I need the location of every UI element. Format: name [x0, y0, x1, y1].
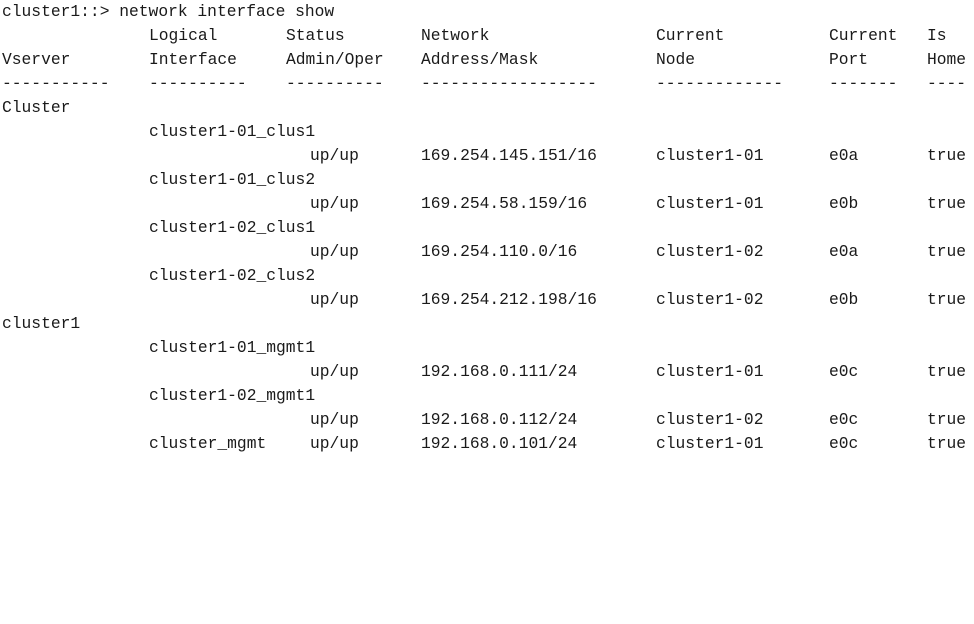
lif-address: 192.168.0.111/24	[421, 362, 578, 381]
lif-port: e0c	[829, 362, 859, 381]
header-port: Port	[829, 50, 869, 69]
lif-name-row: cluster1-01_clus2	[2, 168, 315, 192]
lif-node: cluster1-01	[656, 146, 764, 165]
header-node: Node	[656, 50, 696, 69]
lif-is-home: true	[927, 410, 967, 429]
header-admin-oper: Admin/Oper	[286, 50, 384, 69]
lif-name-row: cluster1-02_mgmt1	[2, 384, 315, 408]
lif-status: up/up	[310, 434, 359, 453]
lif-name: cluster1-01_clus1	[149, 122, 316, 141]
lif-status: up/up	[310, 194, 359, 213]
header-logical: Logical	[149, 26, 218, 45]
separator-status: ----------	[286, 74, 384, 93]
lif-address: 169.254.110.0/16	[421, 242, 578, 261]
lif-detail-row: up/up 169.254.145.151/16 cluster1-01 e0a…	[2, 144, 966, 168]
lif-detail-row: up/up 169.254.110.0/16 cluster1-02 e0a t…	[2, 240, 966, 264]
lif-name: cluster_mgmt	[149, 434, 267, 453]
header-row-1: Logical Status Network Current Current I…	[2, 24, 947, 48]
lif-status: up/up	[310, 242, 359, 261]
lif-port: e0a	[829, 146, 859, 165]
header-current-port: Current	[829, 26, 898, 45]
lif-is-home: true	[927, 434, 967, 453]
header-current-node: Current	[656, 26, 725, 45]
command-line: cluster1::> network interface show	[2, 0, 334, 24]
lif-name: cluster1-02_mgmt1	[149, 386, 316, 405]
lif-is-home: true	[927, 146, 967, 165]
separator-row: ----------- ---------- ---------- ------…	[2, 72, 966, 96]
lif-status: up/up	[310, 362, 359, 381]
header-vserver: Vserver	[2, 50, 71, 69]
lif-name: cluster1-02_clus2	[149, 266, 316, 285]
separator-node: -------------	[656, 74, 784, 93]
lif-is-home: true	[927, 290, 967, 309]
separator-interface: ----------	[149, 74, 247, 93]
lif-name-row: cluster1-02_clus2	[2, 264, 315, 288]
lif-port: e0c	[829, 434, 859, 453]
lif-address: 192.168.0.101/24	[421, 434, 578, 453]
lif-is-home: true	[927, 242, 967, 261]
lif-name-row: cluster1-02_clus1	[2, 216, 315, 240]
lif-status: up/up	[310, 146, 359, 165]
header-status: Status	[286, 26, 345, 45]
lif-detail-row: up/up 169.254.212.198/16 cluster1-02 e0b…	[2, 288, 966, 312]
lif-detail-row: up/up 169.254.58.159/16 cluster1-01 e0b …	[2, 192, 966, 216]
lif-is-home: true	[927, 362, 967, 381]
lif-name: cluster1-01_clus2	[149, 170, 316, 189]
lif-node: cluster1-01	[656, 362, 764, 381]
lif-name-row: cluster1-01_clus1	[2, 120, 315, 144]
vserver-name: Cluster	[2, 98, 71, 117]
lif-status: up/up	[310, 290, 359, 309]
terminal-output: cluster1::> network interface show Logic…	[2, 0, 974, 457]
lif-node: cluster1-01	[656, 434, 764, 453]
lif-port: e0a	[829, 242, 859, 261]
lif-is-home: true	[927, 194, 967, 213]
header-row-2: Vserver Interface Admin/Oper Address/Mas…	[2, 48, 966, 72]
lif-port: e0c	[829, 410, 859, 429]
vserver-name: cluster1	[2, 314, 81, 333]
lif-name: cluster1-01_mgmt1	[149, 338, 316, 357]
vserver-row: Cluster	[2, 96, 70, 120]
header-home: Home	[927, 50, 967, 69]
header-network: Network	[421, 26, 490, 45]
vserver-row: cluster1	[2, 312, 80, 336]
lif-detail-row: cluster_mgmt up/up 192.168.0.101/24 clus…	[2, 432, 966, 456]
header-is: Is	[927, 26, 947, 45]
lif-address: 169.254.145.151/16	[421, 146, 597, 165]
lif-node: cluster1-02	[656, 242, 764, 261]
separator-address: ------------------	[421, 74, 597, 93]
header-interface: Interface	[149, 50, 237, 69]
command-prompt: cluster1::> network interface show	[2, 2, 335, 21]
lif-port: e0b	[829, 290, 859, 309]
lif-port: e0b	[829, 194, 859, 213]
lif-node: cluster1-02	[656, 410, 764, 429]
lif-address: 192.168.0.112/24	[421, 410, 578, 429]
lif-status: up/up	[310, 410, 359, 429]
separator-home: ----	[927, 74, 967, 93]
separator-vserver: -----------	[2, 74, 110, 93]
lif-node: cluster1-01	[656, 194, 764, 213]
separator-port: -------	[829, 74, 898, 93]
lif-address: 169.254.212.198/16	[421, 290, 597, 309]
lif-name-row: cluster1-01_mgmt1	[2, 336, 315, 360]
lif-detail-row: up/up 192.168.0.111/24 cluster1-01 e0c t…	[2, 360, 966, 384]
lif-address: 169.254.58.159/16	[421, 194, 588, 213]
lif-detail-row: up/up 192.168.0.112/24 cluster1-02 e0c t…	[2, 408, 966, 432]
lif-node: cluster1-02	[656, 290, 764, 309]
header-address-mask: Address/Mask	[421, 50, 539, 69]
lif-name: cluster1-02_clus1	[149, 218, 316, 237]
